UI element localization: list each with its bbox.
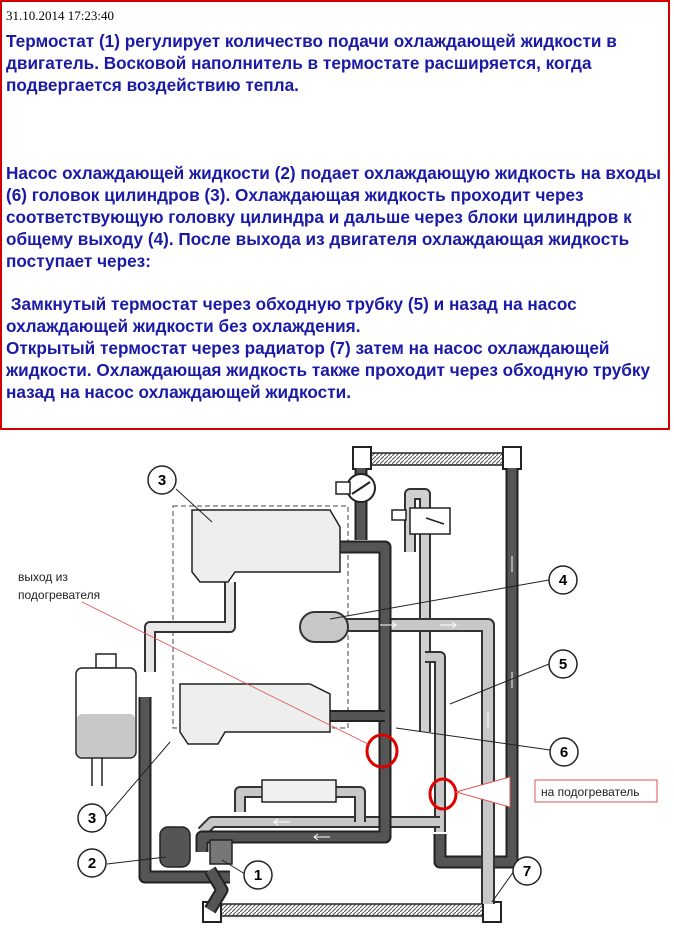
cylinder-head-lower [179,683,331,745]
svg-text:3: 3 [158,472,166,489]
callout-3-lower: 3 [77,803,107,833]
heater-outlet-label-line2: подогревателя [18,588,100,602]
callout-3-upper: 3 [147,465,177,495]
paragraph-open-thermostat: Открытый термостат через радиатор (7) за… [6,338,655,402]
temperature-sensor [391,507,451,535]
callout-1: 1 [243,860,273,890]
callout-6: 6 [549,737,579,767]
paragraph-closed-thermostat: Замкнутый термостат через обходную трубк… [6,294,582,336]
heater-outlet-label-line1: выход из [18,570,68,584]
svg-text:4: 4 [559,572,568,589]
svg-text:7: 7 [523,863,531,880]
timestamp: 31.10.2014 17:23:40 [6,8,114,23]
heater-inlet-marker [428,777,458,811]
engine-feed-pipes [138,540,392,914]
svg-text:5: 5 [559,656,567,673]
common-outlet [299,611,349,643]
expansion-tank [75,653,137,786]
heater-outlet-marker [365,733,399,769]
paragraph-thermostat: Термостат (1) регулирует количество пода… [6,31,622,95]
heater-inlet-label-box [534,779,658,803]
svg-text:1: 1 [254,867,262,884]
svg-text:3: 3 [88,810,96,827]
cylinder-head-upper [191,509,341,583]
callout-2: 2 [77,848,107,878]
water-pump [159,826,191,868]
heater-inlet-label: на подогреватель [541,785,639,799]
svg-text:6: 6 [560,744,568,761]
callout-4: 4 [548,565,578,595]
callout-7: 7 [512,856,542,886]
paragraph-pump: Насос охлаждающей жидкости (2) подает ох… [6,163,666,271]
flow-arrows [273,556,513,841]
thermostat [209,839,233,865]
heater-core [261,779,337,803]
radiator-cap-valve [335,473,376,503]
heater-inlet-pointer [454,776,511,808]
callout-5: 5 [548,649,578,679]
description-panel: 31.10.2014 17:23:40 Термостат (1) регули… [0,0,670,430]
cooling-system-diagram: выход из подогревателя на подогреватель … [18,446,658,923]
svg-text:2: 2 [88,855,96,872]
